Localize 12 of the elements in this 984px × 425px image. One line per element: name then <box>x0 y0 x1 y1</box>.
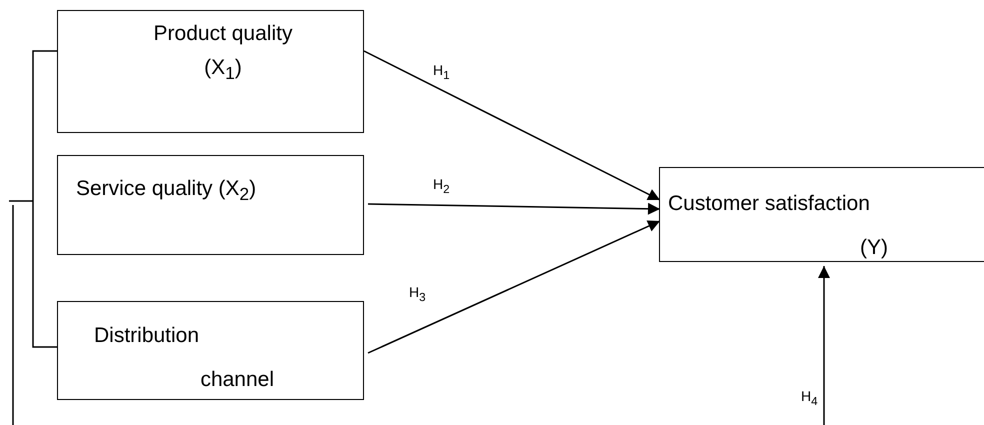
variable-box <box>659 167 984 262</box>
variable-box <box>57 155 364 255</box>
arrow <box>368 220 660 354</box>
arrow <box>818 266 830 425</box>
variable-name: Customer satisfaction (Y) <box>668 191 888 261</box>
variable-name: Service quality (X$_{2}$) <box>76 176 258 206</box>
arrow <box>364 50 660 201</box>
variable-name: Product quality (X$_{1}$) <box>152 21 294 86</box>
variable-name: Distribution channel <box>94 323 274 393</box>
variable-box <box>57 10 364 133</box>
variable-box <box>57 301 364 400</box>
arrow <box>368 202 660 215</box>
